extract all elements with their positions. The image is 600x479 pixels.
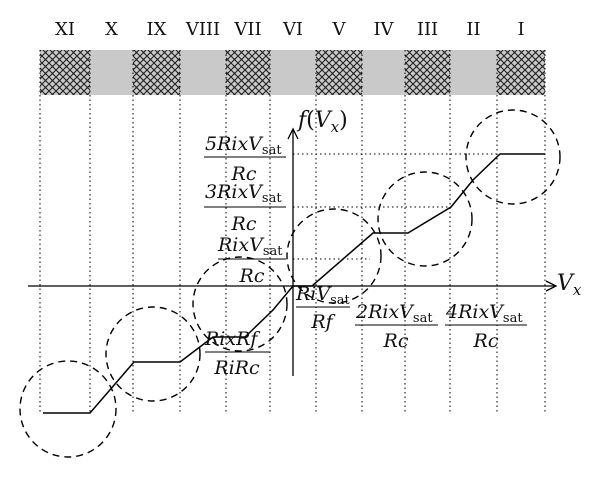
band-cell-iii: [405, 50, 450, 95]
x-axis-arrow: [545, 280, 558, 292]
circle-transition-xi-x: [19, 360, 117, 458]
region-label-vi: VI: [282, 19, 303, 40]
svg-text:Rc: Rc: [231, 213, 257, 235]
circle-transition-iv-iii: [377, 171, 473, 267]
label-4rixvsat-rc: 4RixVsat Rc: [445, 301, 527, 352]
region-label-v: V: [332, 19, 347, 40]
svg-text:Rc: Rc: [239, 265, 265, 287]
svg-text:RiVsat: RiVsat: [295, 283, 351, 308]
region-label-i: I: [517, 19, 524, 40]
band-cell-i: [497, 50, 545, 95]
region-label-vii: VII: [233, 19, 261, 40]
transition-circles: [19, 109, 561, 458]
svg-text:5RixVsat: 5RixVsat: [205, 133, 282, 158]
region-label-iii: III: [417, 19, 438, 40]
circle-transition-ii-i: [465, 109, 561, 205]
region-label-xi: XI: [55, 19, 75, 40]
circle-transition-vii-vi: [192, 256, 288, 352]
svg-text:3RixVsat: 3RixVsat: [205, 181, 282, 206]
y-axis-arrow: [287, 127, 299, 140]
band-cell-xi: [40, 50, 90, 95]
band-cell-x: [90, 50, 133, 95]
level-guides: [293, 153, 500, 260]
label-5rixvsat-rc: 5RixVsat Rc: [204, 133, 286, 185]
region-label-iv: IV: [373, 19, 394, 40]
svg-text:Rc: Rc: [383, 330, 409, 352]
staircase-curve: [43, 153, 545, 414]
band-cell-iv: [362, 50, 405, 95]
band-cell-vii: [226, 50, 270, 95]
svg-text:Rc: Rc: [231, 163, 257, 185]
band-cell-ii: [450, 50, 497, 95]
circle-transition-center: [286, 208, 382, 304]
svg-text:Rc: Rc: [473, 330, 499, 352]
band-cell-v: [316, 50, 362, 95]
y-axis-label: f(Vx): [296, 108, 348, 136]
axes: [28, 127, 558, 376]
region-label-ix: IX: [147, 19, 167, 40]
region-label-x: X: [105, 19, 118, 40]
label-rixvsat-rc: RixVsat Rc: [217, 234, 286, 287]
region-label-ii: II: [466, 19, 480, 40]
circle-transition-ix-viii: [105, 306, 201, 402]
label-3rixvsat-rc: 3RixVsat Rc: [204, 181, 286, 235]
x-axis-label: Vx: [557, 271, 582, 299]
band-cell-viii: [180, 50, 226, 95]
region-label-viii: VIII: [185, 19, 220, 40]
svg-text:RixVsat: RixVsat: [217, 234, 283, 259]
region-band: [40, 50, 545, 95]
svg-text:4RixVsat: 4RixVsat: [445, 301, 523, 326]
band-cell-ix: [133, 50, 180, 95]
svg-text:Rf: Rf: [310, 311, 335, 333]
label-rixrf-rirc: RixRf RiRc: [204, 328, 270, 379]
label-2rixvsat-rc: 2RixVsat Rc: [355, 301, 438, 352]
label-rivsat-rf: RiVsat Rf: [295, 283, 351, 333]
svg-text:RiRc: RiRc: [213, 357, 260, 379]
svg-text:RixRf: RixRf: [204, 328, 260, 350]
band-cell-vi: [270, 50, 316, 95]
svg-text:2RixVsat: 2RixVsat: [355, 301, 433, 326]
